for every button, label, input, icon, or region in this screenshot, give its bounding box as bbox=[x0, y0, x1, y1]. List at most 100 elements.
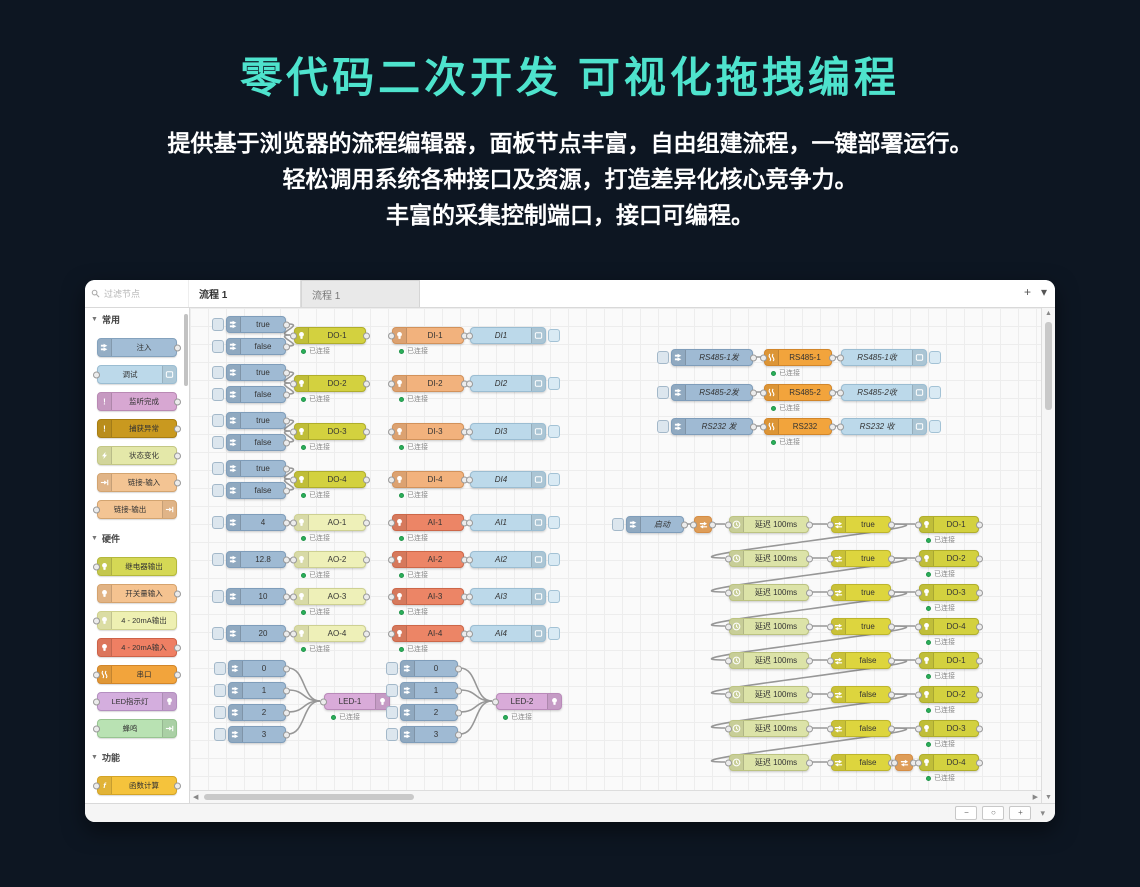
flow-node-dbgai2[interactable]: AI2 bbox=[466, 551, 560, 568]
palette-node-0-0[interactable]: 注入 bbox=[97, 338, 181, 357]
node-input-port[interactable] bbox=[827, 691, 834, 698]
flow-node-injA1[interactable]: 4 bbox=[212, 514, 290, 531]
node-input-port[interactable] bbox=[388, 519, 395, 526]
canvas-vertical-scrollbar[interactable]: ▲ ▼ bbox=[1041, 308, 1055, 803]
palette-category-header[interactable]: ▼常用 bbox=[85, 308, 189, 330]
node-input-port[interactable] bbox=[915, 657, 922, 664]
inject-button[interactable] bbox=[612, 518, 624, 531]
footer-collapse-icon[interactable]: ▾ bbox=[1040, 807, 1045, 818]
node-output-port[interactable] bbox=[976, 759, 983, 766]
node-output-port[interactable] bbox=[750, 389, 757, 396]
node-input-port[interactable] bbox=[466, 428, 473, 435]
node-output-port[interactable] bbox=[363, 380, 370, 387]
node-output-port[interactable] bbox=[709, 521, 716, 528]
node-input-port[interactable] bbox=[93, 782, 100, 789]
flow-node-injS[interactable]: 启动 bbox=[612, 516, 688, 533]
inject-button[interactable] bbox=[212, 388, 224, 401]
inject-button[interactable] bbox=[212, 366, 224, 379]
node-output-port[interactable] bbox=[976, 521, 983, 528]
flow-node-dbgr3[interactable]: RS232 收 bbox=[837, 418, 941, 435]
node-input-port[interactable] bbox=[827, 725, 834, 732]
node-input-port[interactable] bbox=[93, 671, 100, 678]
palette-node-1-3[interactable]: 4 - 20mA输入 bbox=[97, 638, 181, 657]
node-output-port[interactable] bbox=[283, 687, 290, 694]
flow-node-injT2[interactable]: true bbox=[212, 364, 290, 381]
flow-node-dly6[interactable]: 延迟 100ms bbox=[725, 720, 813, 737]
inject-button[interactable] bbox=[212, 627, 224, 640]
node-input-port[interactable] bbox=[725, 725, 732, 732]
node-output-port[interactable] bbox=[174, 590, 181, 597]
node-input-port[interactable] bbox=[388, 630, 395, 637]
node-input-port[interactable] bbox=[93, 506, 100, 513]
node-output-port[interactable] bbox=[888, 691, 895, 698]
node-input-port[interactable] bbox=[915, 521, 922, 528]
node-input-port[interactable] bbox=[725, 657, 732, 664]
node-output-port[interactable] bbox=[750, 423, 757, 430]
flow-node-injR1[interactable]: RS485-1发 bbox=[657, 349, 757, 366]
debug-toggle-button[interactable] bbox=[548, 590, 560, 603]
flow-node-dbgdi4[interactable]: DI4 bbox=[466, 471, 560, 488]
debug-toggle-button[interactable] bbox=[548, 553, 560, 566]
node-output-port[interactable] bbox=[888, 623, 895, 630]
node-input-port[interactable] bbox=[466, 476, 473, 483]
node-output-port[interactable] bbox=[174, 479, 181, 486]
flow-node-chg7[interactable]: false bbox=[827, 754, 895, 771]
node-output-port[interactable] bbox=[174, 344, 181, 351]
node-output-port[interactable] bbox=[174, 644, 181, 651]
node-output-port[interactable] bbox=[455, 731, 462, 738]
flow-node-injL21[interactable]: 1 bbox=[386, 682, 462, 699]
node-output-port[interactable] bbox=[363, 428, 370, 435]
node-input-port[interactable] bbox=[388, 476, 395, 483]
node-output-port[interactable] bbox=[283, 369, 290, 376]
node-input-port[interactable] bbox=[290, 476, 297, 483]
node-input-port[interactable] bbox=[388, 380, 395, 387]
node-input-port[interactable] bbox=[93, 725, 100, 732]
flow-list-button[interactable]: ▾ bbox=[1040, 285, 1047, 299]
node-input-port[interactable] bbox=[93, 698, 100, 705]
node-output-port[interactable] bbox=[283, 630, 290, 637]
inject-button[interactable] bbox=[386, 728, 398, 741]
flow-node-injF2[interactable]: false bbox=[212, 386, 290, 403]
palette-category-header[interactable]: ▼功能 bbox=[85, 746, 189, 768]
tab-flow-1-active[interactable]: 流程 1 bbox=[189, 280, 301, 307]
node-output-port[interactable] bbox=[976, 691, 983, 698]
node-input-port[interactable] bbox=[466, 593, 473, 600]
node-output-port[interactable] bbox=[455, 687, 462, 694]
node-output-port[interactable] bbox=[976, 589, 983, 596]
node-input-port[interactable] bbox=[827, 759, 834, 766]
node-input-port[interactable] bbox=[725, 623, 732, 630]
flow-node-chg3[interactable]: true bbox=[827, 618, 895, 635]
node-input-port[interactable] bbox=[837, 354, 844, 361]
node-output-port[interactable] bbox=[174, 452, 181, 459]
flow-node-dly5[interactable]: 延迟 100ms bbox=[725, 686, 813, 703]
node-input-port[interactable] bbox=[388, 556, 395, 563]
node-output-port[interactable] bbox=[283, 665, 290, 672]
node-input-port[interactable] bbox=[492, 698, 499, 705]
flow-node-injL13[interactable]: 3 bbox=[214, 726, 290, 743]
flow-node-injA3[interactable]: 10 bbox=[212, 588, 290, 605]
inject-button[interactable] bbox=[386, 662, 398, 675]
flow-node-injA4[interactable]: 20 bbox=[212, 625, 290, 642]
inject-button[interactable] bbox=[212, 414, 224, 427]
node-output-port[interactable] bbox=[888, 725, 895, 732]
node-input-port[interactable] bbox=[915, 725, 922, 732]
node-input-port[interactable] bbox=[915, 623, 922, 630]
node-input-port[interactable] bbox=[827, 657, 834, 664]
flow-node-injF4[interactable]: false bbox=[212, 482, 290, 499]
node-input-port[interactable] bbox=[760, 389, 767, 396]
node-output-port[interactable] bbox=[976, 555, 983, 562]
debug-toggle-button[interactable] bbox=[548, 377, 560, 390]
node-output-port[interactable] bbox=[750, 354, 757, 361]
zoom-in-button[interactable]: + bbox=[1009, 806, 1032, 820]
palette-search-input[interactable]: 过滤节点 bbox=[85, 280, 189, 307]
inject-button[interactable] bbox=[212, 516, 224, 529]
scroll-right-icon[interactable]: ▶ bbox=[1032, 794, 1038, 801]
